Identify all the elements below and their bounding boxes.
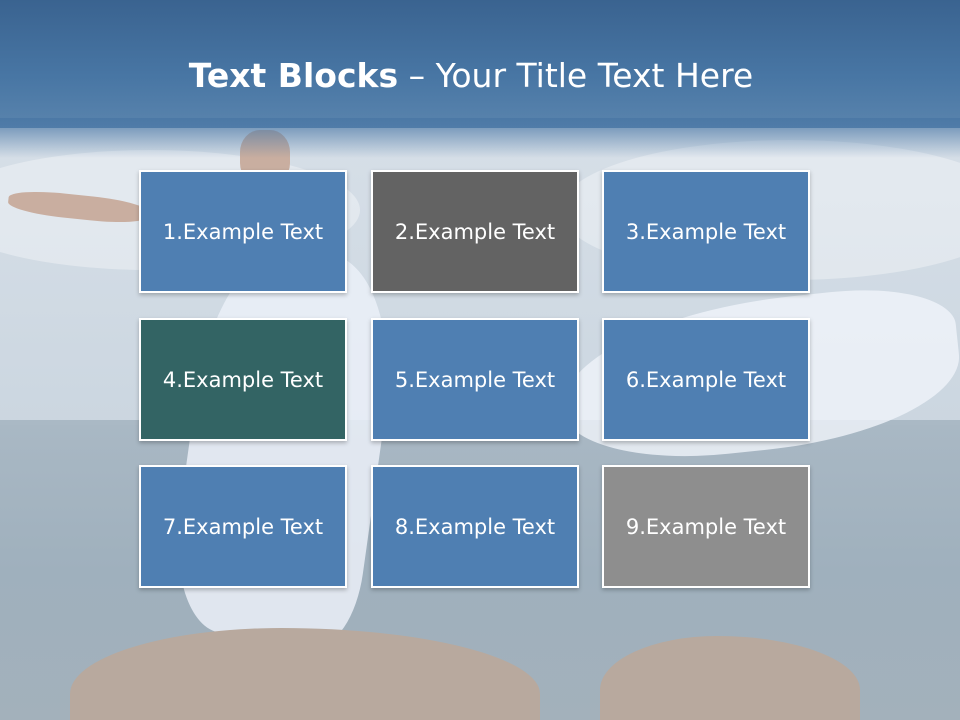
text-block-3: 3.Example Text <box>602 170 810 293</box>
text-block-5: 5.Example Text <box>371 318 579 441</box>
title-banner <box>0 0 960 128</box>
text-block-9: 9.Example Text <box>602 465 810 588</box>
title-dash: – <box>398 56 436 95</box>
text-block-grid: 1.Example Text 2.Example Text 3.Example … <box>139 170 815 594</box>
title-rest: Your Title Text Here <box>435 56 754 95</box>
text-block-7: 7.Example Text <box>139 465 347 588</box>
text-block-4: 4.Example Text <box>139 318 347 441</box>
text-block-1: 1.Example Text <box>139 170 347 293</box>
page-title: Text Blocks – Your Title Text Here <box>0 52 942 100</box>
title-bold: Text Blocks <box>188 56 399 95</box>
text-block-2: 2.Example Text <box>371 170 579 293</box>
text-block-6: 6.Example Text <box>602 318 810 441</box>
title-banner-fade <box>0 118 960 158</box>
text-block-8: 8.Example Text <box>371 465 579 588</box>
